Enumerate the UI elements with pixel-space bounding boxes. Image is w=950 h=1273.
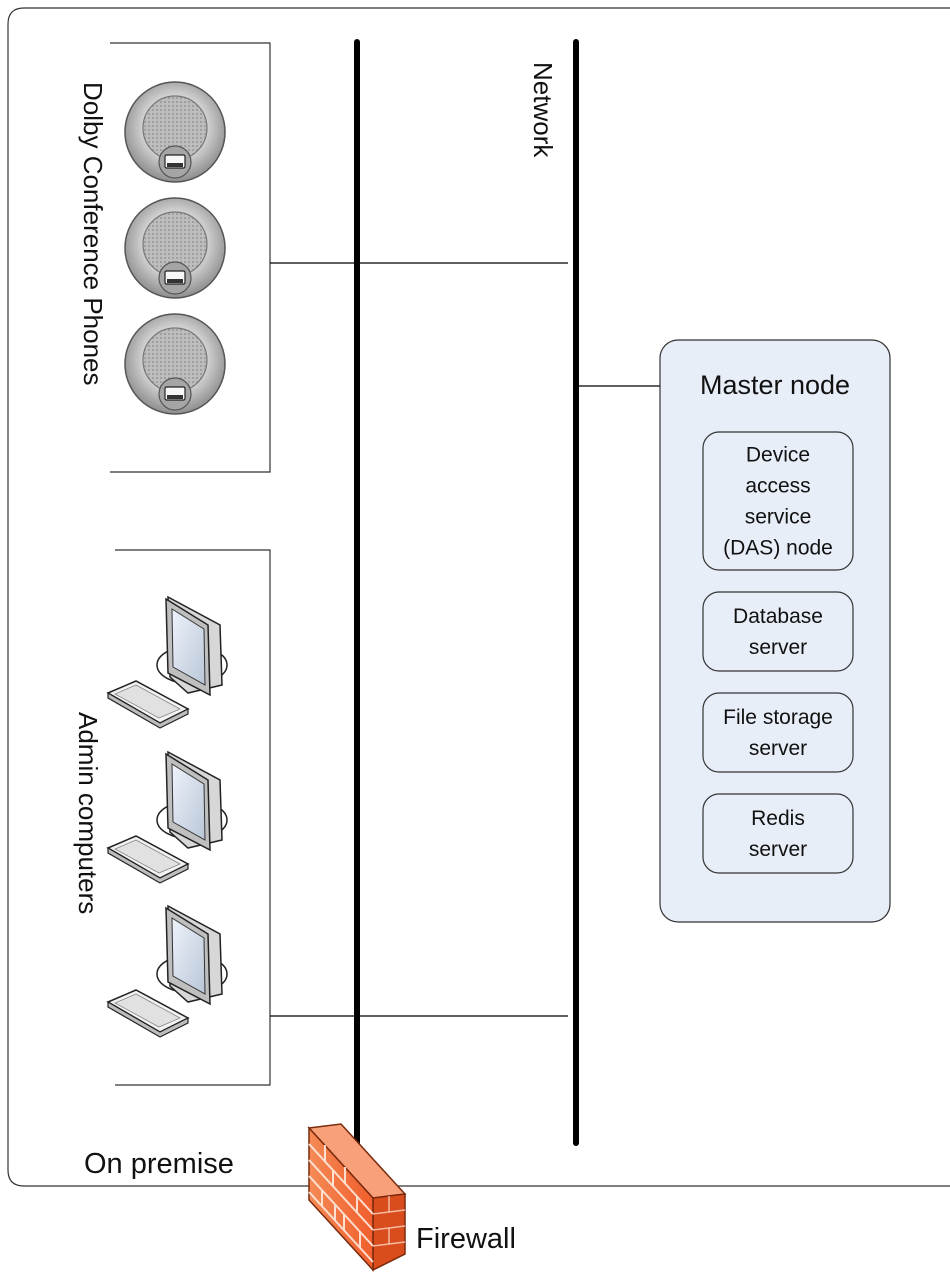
redis-server-label-line: Redis: [751, 807, 805, 830]
phones-group-bracket: [110, 42, 271, 473]
file-storage-server-box: [702, 692, 854, 773]
premise-boundary: [7, 7, 950, 1187]
computers-group-label: Admin computers: [73, 712, 103, 914]
redis-server-box: [702, 793, 854, 874]
firewall-icon: [307, 1123, 407, 1272]
master-node-title: Master node: [700, 370, 850, 400]
network-label: Network: [528, 62, 558, 158]
computer-icon: [107, 751, 228, 884]
database-server-label-line: server: [749, 636, 807, 659]
database-server-label-line: Database: [733, 605, 823, 628]
computer-icon: [107, 905, 228, 1038]
das-node-label-line: access: [745, 475, 810, 498]
firewall-label: Firewall: [416, 1223, 516, 1255]
das-node-box: [702, 431, 854, 571]
conference-phone-icon: [124, 313, 226, 415]
phones-group-label: Dolby Conference Phones: [78, 82, 108, 386]
file-storage-server-label-line: server: [749, 737, 807, 760]
database-server-box: [702, 591, 854, 672]
redis-server-label-line: server: [749, 838, 807, 861]
das-node-label-line: (DAS) node: [723, 537, 833, 560]
das-node-label-line: service: [745, 506, 812, 529]
das-node-label-line: Device: [746, 444, 810, 467]
file-storage-server-label-line: File storage: [723, 706, 833, 729]
computer-icon: [107, 596, 228, 729]
conference-phone-icon: [124, 197, 226, 299]
computers-group-bracket: [115, 549, 271, 1086]
conference-phone-icon: [124, 81, 226, 183]
premise-label: On premise: [84, 1148, 234, 1180]
